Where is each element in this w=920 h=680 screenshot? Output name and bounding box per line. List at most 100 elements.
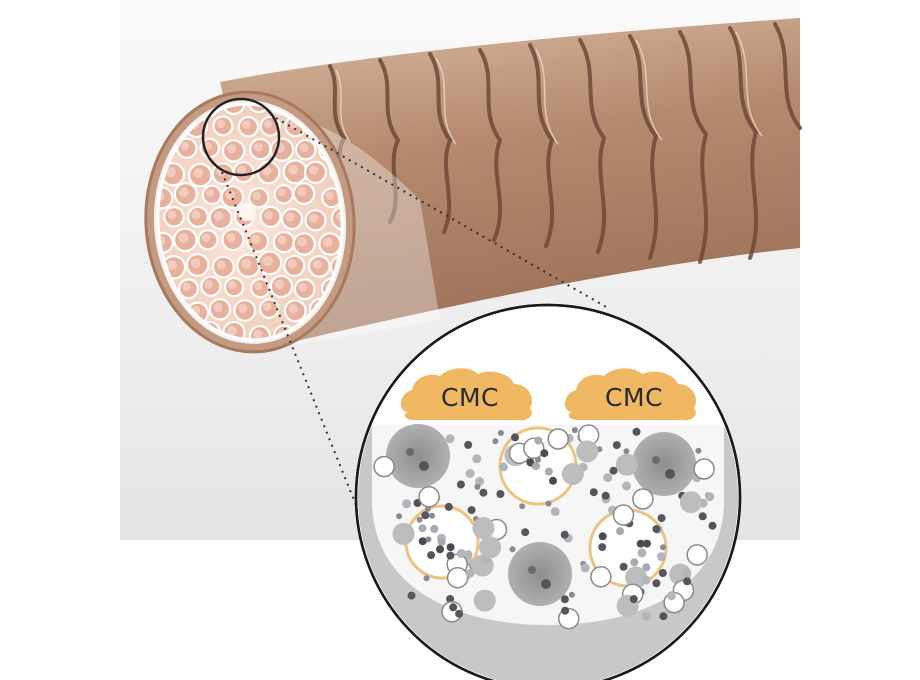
cortex-cell-highlight [325, 191, 334, 200]
white-vesicle [693, 458, 715, 480]
cortex-cell-highlight [182, 282, 191, 291]
ring-inner-dot [643, 539, 651, 548]
medium-gray-particle [561, 463, 584, 485]
small-light-dot [641, 575, 651, 585]
cortex-cell-highlight [264, 210, 274, 220]
small-dark-dot [609, 466, 618, 475]
cortex-cell-highlight [213, 302, 223, 312]
white-vesicle [547, 428, 569, 450]
tiny-dot [623, 448, 630, 455]
large-particle-dot [652, 456, 660, 464]
detail-circle [354, 303, 742, 680]
cortex-cell-highlight [251, 234, 261, 245]
small-dark-dot [601, 491, 610, 500]
tiny-dot [519, 503, 526, 510]
small-dark-dot [658, 569, 667, 577]
small-light-dot [445, 434, 455, 444]
cortex-cell-highlight [225, 190, 236, 200]
small-dark-dot [629, 595, 638, 604]
tiny-dot [545, 500, 552, 507]
white-vesicle [632, 488, 654, 510]
tiny-dot [474, 483, 481, 490]
cortex-cell-highlight [285, 212, 295, 222]
tiny-dot [429, 512, 435, 519]
ring-inner-dot [418, 537, 427, 546]
tiny-dot [416, 516, 423, 523]
small-light-dot [682, 568, 692, 578]
cortex-cell-highlight [253, 142, 263, 152]
cortex-cell-highlight [288, 304, 298, 314]
small-dark-dot [652, 579, 661, 588]
medulla-highlight [238, 203, 256, 221]
cortex-cell-highlight [308, 165, 319, 175]
white-vesicle [418, 486, 440, 508]
large-particle-dot [665, 469, 675, 479]
hair-shaft [220, 18, 802, 345]
cortex-cell-highlight [253, 329, 263, 339]
cortex-cell-highlight [262, 255, 273, 266]
small-dark-dot [511, 433, 519, 442]
cortex-cell-highlight [297, 186, 307, 197]
cortex-cell-highlight [242, 120, 251, 129]
small-dark-dot [427, 551, 436, 560]
cortex-cell-highlight [277, 235, 287, 245]
cortex-cell-highlight [205, 188, 215, 197]
white-vesicle [373, 455, 395, 478]
small-dark-dot [444, 502, 453, 511]
cortex-cell-highlight [190, 258, 201, 268]
small-dark-dot [446, 551, 455, 560]
large-particle-dot [528, 566, 536, 574]
medium-gray-particle [472, 517, 495, 540]
cortex-cell-highlight [191, 210, 201, 220]
cortex-cell-highlight [312, 259, 322, 269]
small-light-dot [622, 481, 631, 491]
ring-inner-dot [532, 462, 541, 470]
magnifier-circle [201, 97, 281, 177]
small-light-dot [657, 552, 666, 562]
cortex-cell-highlight [178, 187, 189, 198]
tiny-dot [497, 430, 504, 436]
cmc-label-right: CMC [564, 368, 697, 421]
small-light-dot [603, 473, 613, 483]
ring-inner-dot [544, 467, 553, 476]
tiny-dot [396, 513, 403, 520]
medium-gray-particle [576, 440, 599, 463]
cmc-label-left: CMC [400, 368, 533, 421]
white-vesicle [612, 504, 635, 526]
cortex-cell-highlight [178, 232, 189, 243]
cortex-cell-highlight [323, 237, 333, 247]
tiny-dot [571, 427, 578, 434]
white-vesicle [686, 544, 708, 566]
large-particle-dot [541, 579, 551, 589]
small-light-dot [666, 591, 676, 601]
ring-inner-dot [534, 436, 543, 445]
white-vesicle [590, 566, 612, 588]
cortex-cell-highlight [297, 237, 307, 247]
small-dark-dot [455, 609, 464, 618]
small-dark-dot [708, 521, 717, 530]
small-dark-dot [456, 480, 465, 489]
large-gray-particle [508, 542, 572, 606]
cortex-cell-highlight [308, 213, 319, 223]
cortex-cell-highlight [299, 143, 309, 152]
cmc-text-right: CMC [605, 383, 663, 412]
small-dark-dot [446, 595, 455, 603]
small-light-dot [641, 611, 651, 621]
cortex-cell-highlight [180, 141, 190, 151]
cortex-cell-highlight [216, 260, 227, 270]
tiny-dot [423, 575, 430, 582]
cortex-cell-highlight [274, 279, 285, 290]
small-dark-dot [659, 612, 668, 621]
cortex-cell-highlight [165, 167, 176, 178]
tiny-dot [695, 447, 702, 454]
small-dark-dot [612, 441, 621, 450]
small-light-dot [465, 568, 475, 578]
small-dark-dot [683, 577, 692, 586]
cortex-cell-highlight [241, 258, 252, 269]
small-dark-dot [407, 591, 416, 600]
cortex-cell-highlight [204, 280, 214, 289]
cortex-cell-highlight [264, 120, 273, 129]
small-dark-dot [561, 606, 570, 615]
